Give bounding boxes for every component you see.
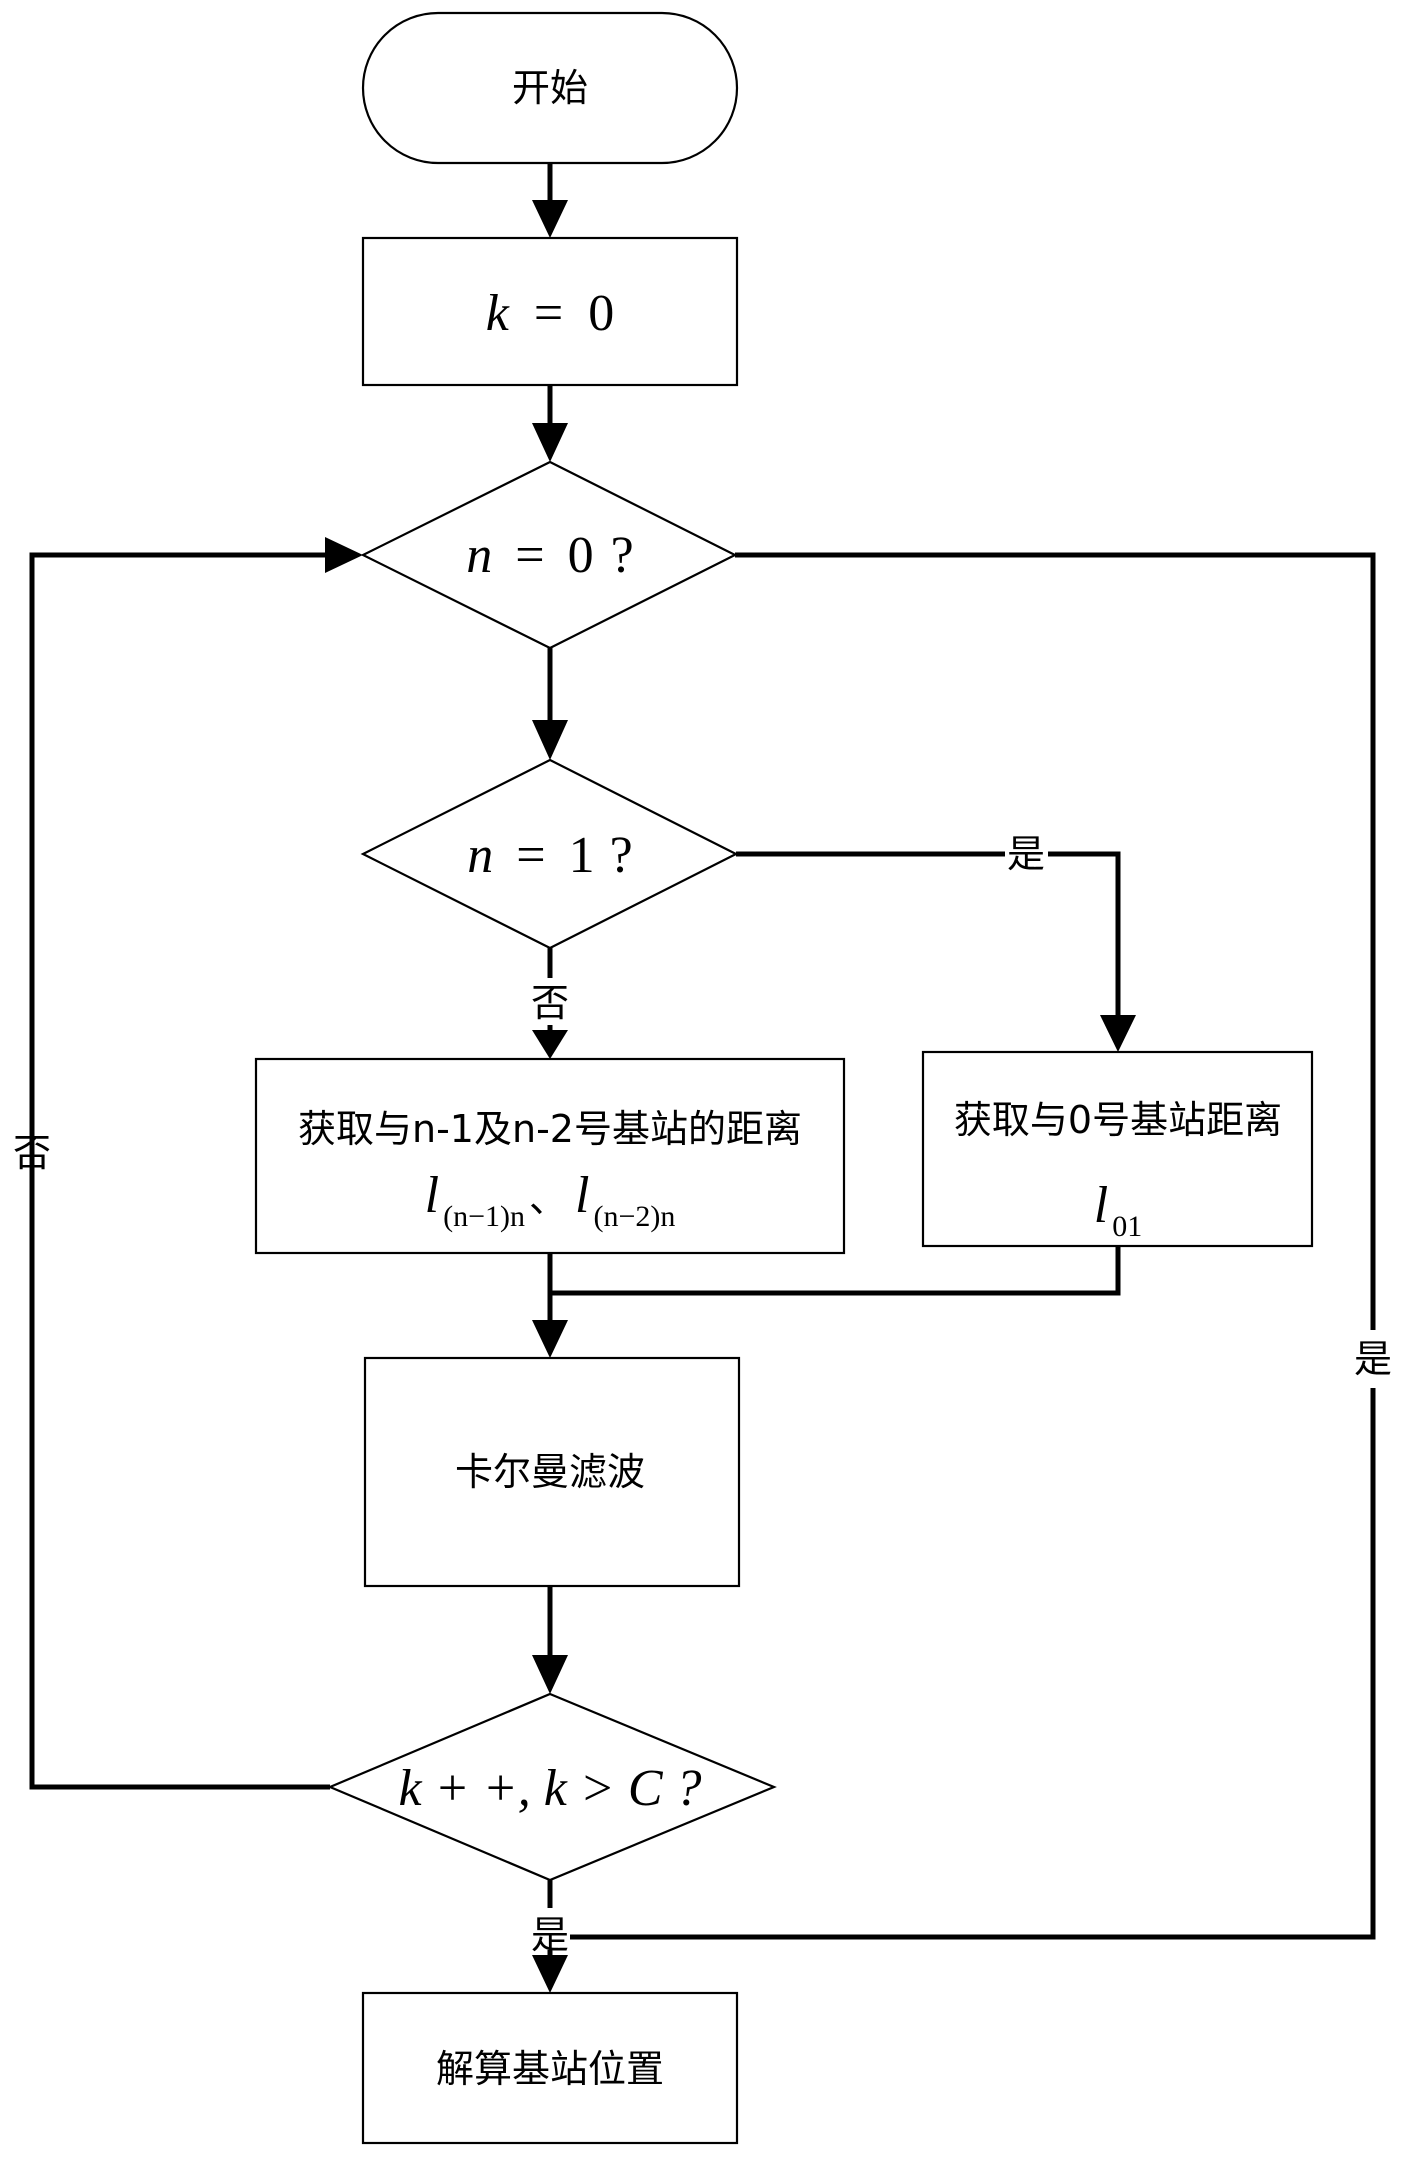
decision-n0-label: n = 0 ? bbox=[466, 527, 633, 584]
solve-label: 解算基站位置 bbox=[436, 2047, 664, 2091]
init-label: k = 0 bbox=[486, 285, 614, 342]
edge-n0-yes-b bbox=[570, 1388, 1376, 1940]
start-node: 开始 bbox=[361, 11, 739, 165]
get-zero-label: 获取与0号基站距离 bbox=[954, 1098, 1282, 1142]
get-zero-distance-node: 获取与0号基站距离 l 01 bbox=[921, 1050, 1314, 1248]
arrowhead-icon bbox=[532, 720, 568, 760]
edge-label-k-yes: 是 bbox=[531, 1913, 569, 1957]
arrowhead-icon bbox=[532, 1955, 568, 1993]
edge-n0-yes-a bbox=[735, 552, 1376, 1330]
arrowhead-icon bbox=[532, 200, 568, 238]
arrowhead-icon bbox=[532, 423, 568, 462]
edge-getzero-merge bbox=[550, 1246, 1121, 1296]
kalman-node: 卡尔曼滤波 bbox=[363, 1356, 741, 1588]
decision-n1-label: n = 1 ? bbox=[467, 827, 632, 884]
edge-label-loop-no: 否 bbox=[13, 1131, 51, 1175]
start-label: 开始 bbox=[512, 66, 588, 110]
arrowhead-icon bbox=[325, 537, 363, 573]
arrowhead-icon bbox=[532, 1030, 568, 1059]
kalman-label: 卡尔曼滤波 bbox=[455, 1450, 645, 1494]
decision-n1: n = 1 ? bbox=[360, 758, 739, 950]
decision-k-label: k + +, k > C ? bbox=[398, 1760, 701, 1817]
edge-loop-no-a bbox=[29, 1125, 330, 1790]
arrowhead-icon bbox=[1100, 1015, 1136, 1052]
solve-node: 解算基站位置 bbox=[361, 1991, 739, 2145]
get-two-formula: l (n−1)n 、 l (n−2)n bbox=[425, 1167, 676, 1233]
edge-label-n1-no: 否 bbox=[531, 981, 569, 1025]
decision-k: k + +, k > C ? bbox=[327, 1692, 777, 1882]
get-zero-formula: l 01 bbox=[1094, 1177, 1142, 1243]
edge-label-n1-yes: 是 bbox=[1007, 832, 1045, 876]
init-node: k = 0 bbox=[361, 236, 739, 387]
edge-n1-yes-b bbox=[1048, 851, 1121, 1020]
decision-n0: n = 0 ? bbox=[360, 460, 738, 650]
arrowhead-icon bbox=[532, 1655, 568, 1694]
arrowhead-icon bbox=[532, 1320, 568, 1358]
edge-loop-no-b bbox=[29, 552, 330, 1180]
get-two-label: 获取与n-1及n-2号基站的距离 bbox=[298, 1107, 802, 1151]
get-two-distances-node: 获取与n-1及n-2号基站的距离 l (n−1)n 、 l (n−2)n bbox=[254, 1057, 846, 1255]
edge-label-n0-yes: 是 bbox=[1354, 1337, 1392, 1381]
